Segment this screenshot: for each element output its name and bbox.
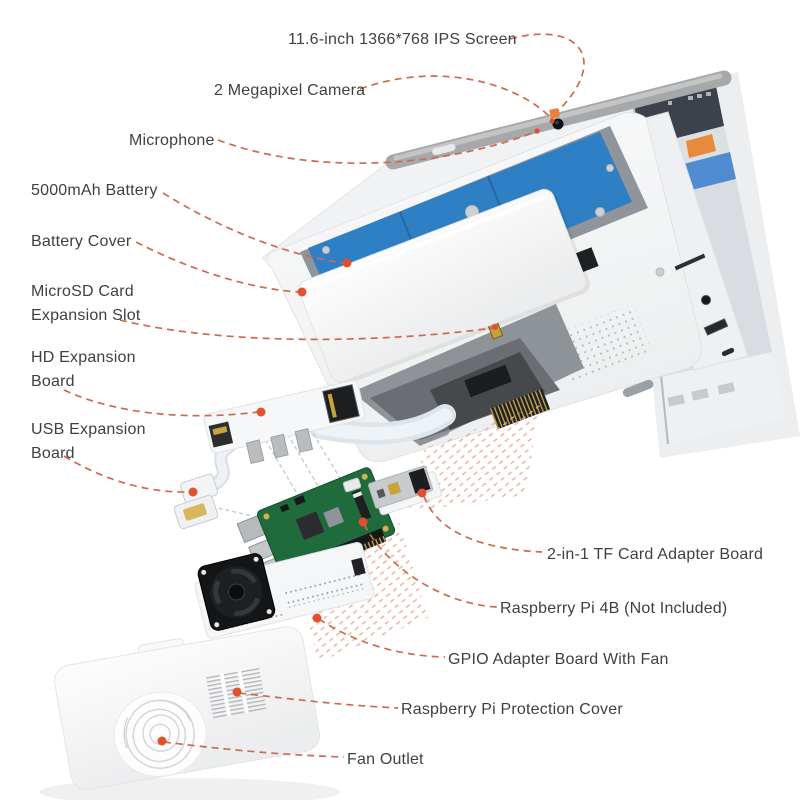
tf-card-adapter-board [342, 465, 442, 516]
leader-marker-squares [549, 108, 560, 119]
audio-jack [701, 295, 711, 305]
battery-cover [298, 188, 590, 385]
label-raspberry-pi: Raspberry Pi 4B (Not Included) [500, 600, 728, 617]
leader-gpio-line [318, 618, 446, 658]
leader-bcover-line [135, 241, 301, 293]
label-tf-adapter: 2-in-1 TF Card Adapter Board [547, 546, 764, 563]
usb-expansion-board [173, 473, 219, 530]
leader-mic-dot [534, 128, 540, 134]
cooling-fan [197, 553, 276, 631]
leader-camera-line [359, 75, 554, 121]
screen-accent-chip [686, 134, 716, 158]
protection-cover [40, 626, 340, 800]
leader-dots [157, 118, 555, 746]
label-gpio-adapter: GPIO Adapter Board With Fan [448, 651, 669, 668]
laptop [261, 70, 800, 462]
hd-expansion-board [203, 379, 366, 465]
leader-usb-dot [188, 487, 198, 497]
leader-usb-line [63, 455, 191, 493]
leader-camera-dot [549, 118, 555, 124]
leader-hd-line [63, 389, 259, 417]
label-battery-cover: Battery Cover [31, 233, 132, 250]
leader-gpio-dot [312, 613, 322, 623]
camera-lens [552, 118, 564, 130]
label-microphone: Microphone [129, 132, 215, 149]
leader-pi-dot [358, 517, 368, 527]
leader-fan-line [163, 741, 345, 758]
leader-screen-line [509, 33, 585, 113]
label-battery: 5000mAh Battery [31, 182, 158, 199]
alignment-hatch-upper [408, 405, 540, 512]
side-ports [674, 253, 735, 357]
label-screen: 11.6-inch 1366*768 IPS Screen [288, 31, 517, 48]
leader-lines [63, 33, 585, 758]
gpio-adapter-board [194, 541, 375, 639]
leader-pi-line [363, 523, 498, 608]
leader-hd-dot [256, 407, 266, 417]
label-protection-cover: Raspberry Pi Protection Cover [401, 701, 623, 718]
label-fan-outlet: Fan Outlet [347, 751, 424, 768]
leader-cover-dot [232, 687, 242, 697]
leader-fan-dot [157, 736, 167, 746]
usb-c-port [721, 347, 735, 357]
leader-screen-marker [549, 108, 560, 119]
leader-tf-line [423, 495, 543, 553]
leader-battery-line [162, 192, 346, 264]
leader-tf-dot [417, 488, 427, 498]
hdmi-port [703, 318, 729, 336]
leader-battery-dot [342, 258, 352, 268]
leader-microsd-line [119, 319, 494, 341]
leader-bcover-dot [297, 287, 307, 297]
label-camera: 2 Megapixel Camera [214, 82, 366, 99]
leader-microsd-dot [492, 324, 498, 330]
